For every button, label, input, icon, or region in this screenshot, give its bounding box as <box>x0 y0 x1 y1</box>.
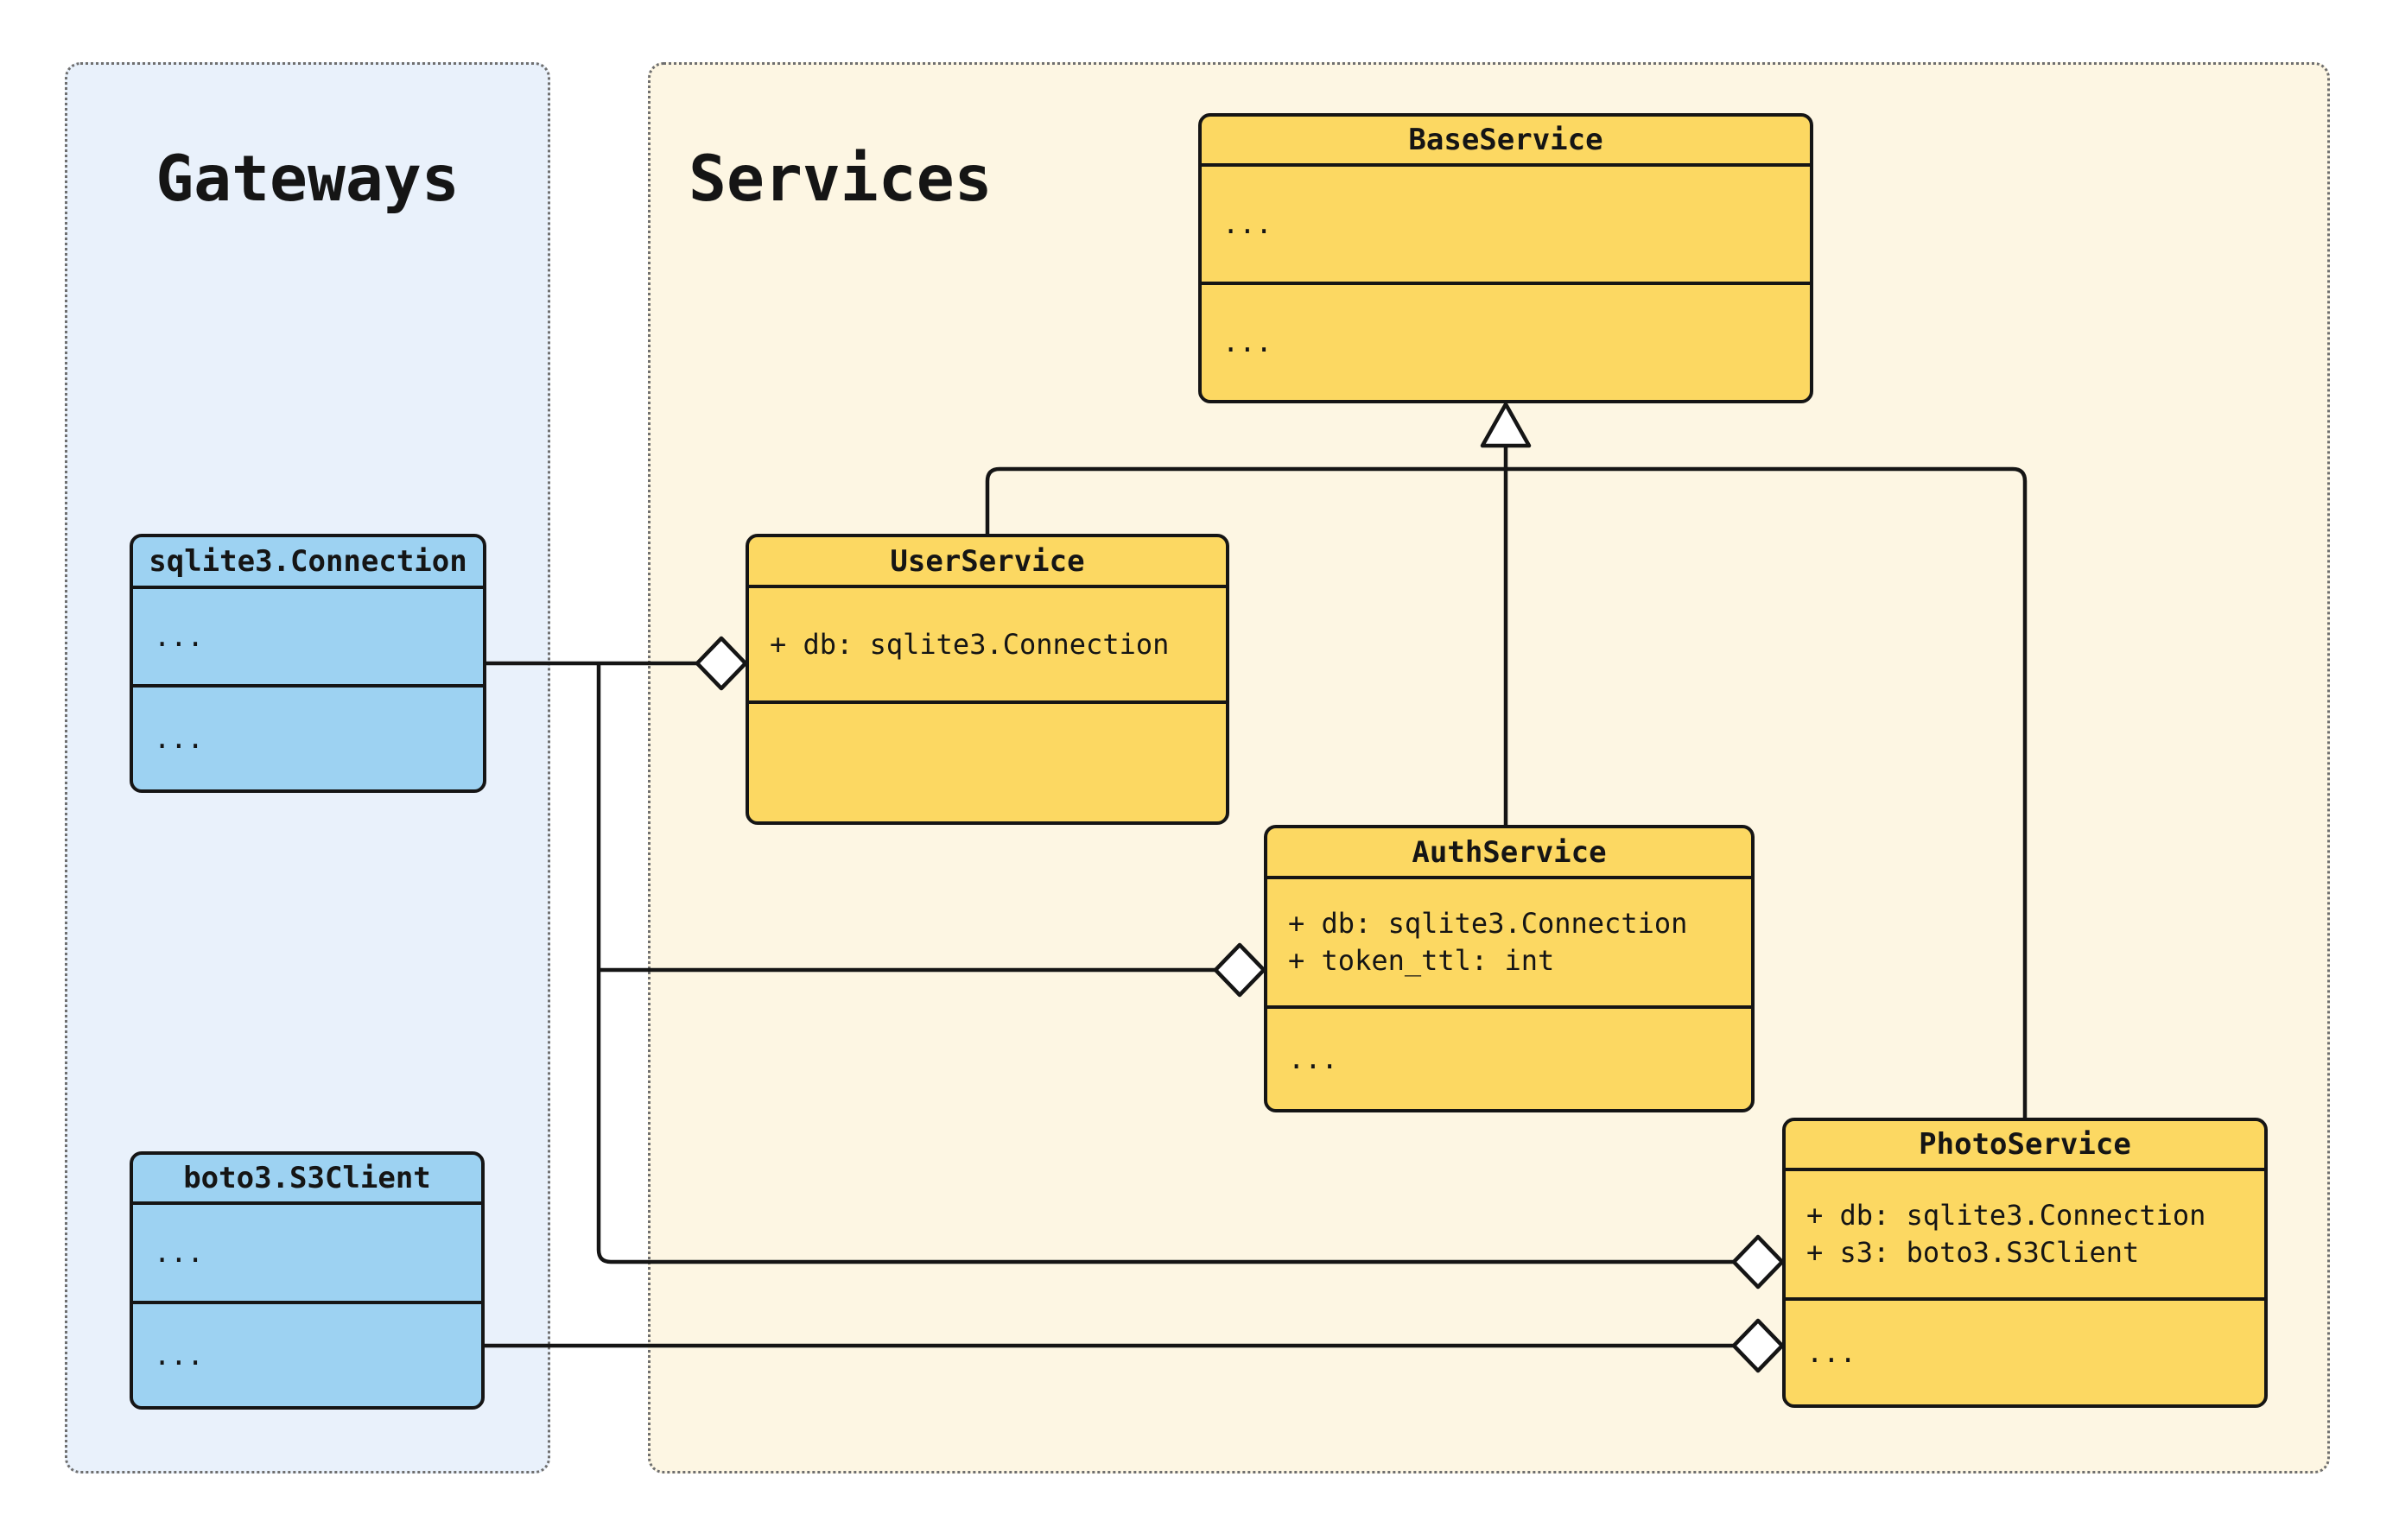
attributes-compartment: + db: sqlite3.Connection <box>749 588 1226 704</box>
class-authservice: AuthService + db: sqlite3.Connection + t… <box>1264 825 1755 1112</box>
methods-compartment: ... <box>1786 1301 2264 1404</box>
attribute-line: ... <box>154 1236 204 1269</box>
attributes-compartment: + db: sqlite3.Connection + s3: boto3.S3C… <box>1786 1171 2264 1301</box>
attributes-compartment: + db: sqlite3.Connection + token_ttl: in… <box>1267 879 1751 1009</box>
class-title: UserService <box>749 537 1226 588</box>
attribute-line: ... <box>154 619 204 653</box>
aggregation-diamond-icon-photoservice-s3 <box>1731 1318 1785 1373</box>
inheritance-triangle-icon <box>1480 402 1532 448</box>
class-baseservice: BaseService ... ... <box>1198 113 1813 403</box>
aggregation-diamond-icon-authservice <box>1213 942 1266 998</box>
aggregation-diamond-icon-photoservice-db <box>1731 1234 1785 1290</box>
attribute-line: ... <box>1222 207 1272 240</box>
attribute-line: + s3: boto3.S3Client <box>1806 1236 2140 1269</box>
gateways-group-title: Gateways <box>155 143 460 216</box>
class-title: PhotoService <box>1786 1121 2264 1171</box>
attributes-compartment: ... <box>133 589 483 688</box>
class-title: BaseService <box>1202 117 1810 167</box>
attributes-compartment: ... <box>133 1205 481 1304</box>
methods-compartment: ... <box>1202 285 1810 400</box>
attribute-line: + token_ttl: int <box>1288 944 1555 977</box>
methods-compartment <box>749 704 1226 821</box>
class-title: AuthService <box>1267 828 1751 879</box>
methods-compartment: ... <box>1267 1009 1751 1109</box>
method-line: ... <box>154 721 204 755</box>
aggregation-line-photoservice-db <box>596 663 1734 1264</box>
method-line: ... <box>1222 326 1272 358</box>
method-line: ... <box>154 1338 204 1372</box>
attribute-line: + db: sqlite3.Connection <box>1288 907 1688 940</box>
class-title: boto3.S3Client <box>133 1155 481 1205</box>
methods-compartment: ... <box>133 1304 481 1406</box>
method-line: ... <box>1806 1335 1856 1369</box>
class-boto3-s3client: boto3.S3Client ... ... <box>130 1151 485 1410</box>
class-photoservice: PhotoService + db: sqlite3.Connection + … <box>1782 1118 2268 1408</box>
class-title: sqlite3.Connection <box>133 537 483 589</box>
class-userservice: UserService + db: sqlite3.Connection <box>746 534 1229 825</box>
services-group-title: Services <box>689 143 993 216</box>
aggregation-diamond-icon-userservice <box>695 636 748 691</box>
attribute-line: + db: sqlite3.Connection <box>770 627 1170 661</box>
methods-compartment: ... <box>133 688 483 789</box>
class-sqlite3-connection: sqlite3.Connection ... ... <box>130 534 486 793</box>
attribute-line: + db: sqlite3.Connection <box>1806 1199 2206 1232</box>
method-line: ... <box>1288 1042 1338 1075</box>
attributes-compartment: ... <box>1202 167 1810 285</box>
